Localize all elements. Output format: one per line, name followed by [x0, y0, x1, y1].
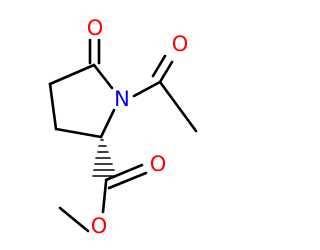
bond-acetyl-c-o-1: [158, 60, 174, 84]
ring-carbonyl-oxygen-label: O: [87, 16, 104, 40]
bond-c5-n: [92, 63, 114, 90]
ring-carbonyl: O: [87, 16, 104, 65]
bond-ester-c-o-2: [107, 171, 148, 190]
bond-ester-c-o-1: [104, 163, 144, 182]
stereo-hashed-wedge: [92, 139, 117, 177]
methyl-ester-group: O O: [58, 152, 167, 238]
bond-ester-c-ether-o: [101, 180, 108, 214]
ester-ether-oxygen-label: O: [91, 214, 108, 238]
molecule-structure: O N O O O: [48, 16, 198, 238]
pyrrolidinone-ring: [48, 63, 116, 139]
ring-nitrogen-label: N: [114, 87, 130, 111]
acetyl-group: O: [132, 32, 198, 133]
bond-ether-o-methyl: [58, 206, 90, 233]
bond-acetyl-c-o-2: [151, 54, 167, 78]
bond-c2-n: [99, 108, 116, 139]
bond-acetyl-c-ch3: [158, 80, 198, 133]
bond-c4-c3: [48, 82, 58, 131]
ester-carbonyl-oxygen-label: O: [150, 152, 167, 176]
acetyl-oxygen-label: O: [172, 32, 189, 56]
bond-n-acetyl-c: [132, 80, 162, 98]
bond-c5-c4: [48, 63, 96, 86]
bond-c3-c2: [54, 127, 103, 139]
